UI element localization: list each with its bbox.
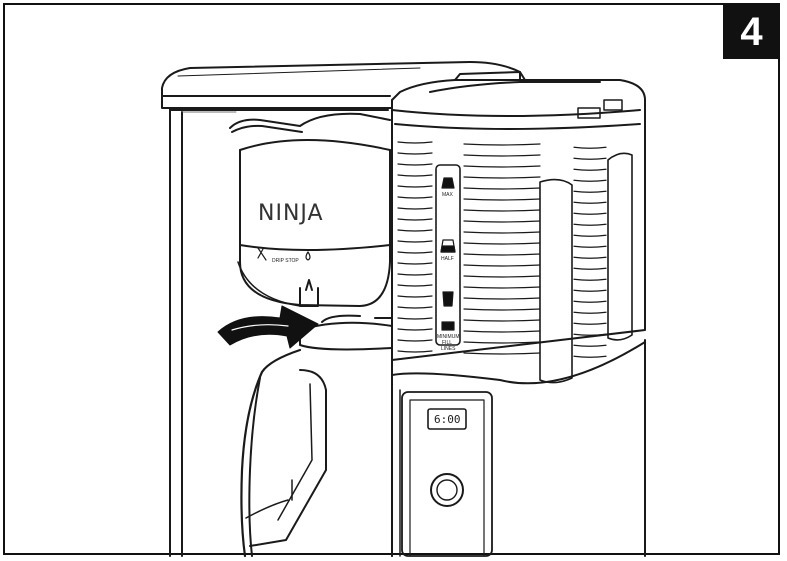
reservoir-rib [397,328,433,331]
reservoir-rib [397,262,433,265]
reservoir-rib [463,297,541,300]
half-level-label: HALF [441,256,454,262]
drip-stop-icon [257,247,267,261]
reservoir-rib [573,289,607,292]
reservoir-rib [573,168,607,171]
water-drop-icon [305,251,311,261]
max-level-icon [441,177,455,189]
reservoir-rib [573,190,607,193]
reservoir-rib [397,207,433,210]
reservoir-rib [573,333,607,336]
reservoir-rib [573,223,607,226]
reservoir-rib [573,245,607,248]
control-knob [430,473,464,507]
reservoir-rib [397,284,433,287]
water-reservoir [391,71,646,384]
reservoir-rib [463,275,541,278]
brand-text: NINJA [258,201,324,226]
reservoir-rib [463,253,541,256]
reservoir-rib [573,311,607,314]
reservoir-rib [463,330,541,333]
reservoir-rib [463,209,541,212]
reservoir-rib [573,344,607,347]
reservoir-rib [573,179,607,182]
reservoir-rib [573,267,607,270]
reservoir-rib [463,242,541,245]
reservoir-rib [573,212,607,215]
reservoir-rib [573,234,607,237]
clock-display: 6:00 [434,413,461,426]
reservoir-rib [397,295,433,298]
reservoir-rib [397,339,433,342]
reservoir-rib [463,341,541,344]
reservoir-rib [397,273,433,276]
lines-label: LINES [441,346,456,352]
reservoir-rib [463,143,541,146]
reservoir-rib [397,152,433,155]
reservoir-rib [463,319,541,322]
reservoir-rib [397,141,433,144]
reservoir-rib [463,220,541,223]
reservoir-rib [573,201,607,204]
reservoir-rib [397,229,433,232]
minimum-level-icon [441,321,455,331]
reservoir-rib [397,306,433,309]
reservoir-rib [573,355,607,358]
reservoir-rib [463,165,541,168]
reservoir-rib [463,352,541,355]
rotate-arrow-icon [217,305,319,349]
reservoir-rib [463,286,541,289]
reservoir-rib [397,218,433,221]
machine-left-housing [169,99,237,557]
drip-stop-label: DRIP STOP [272,258,299,264]
reservoir-rib [397,196,433,199]
reservoir-rib [463,198,541,201]
reservoir-rib [573,278,607,281]
half-level-icon [440,239,456,253]
reservoir-rib [463,264,541,267]
reservoir-rib [397,317,433,320]
reservoir-rib [573,146,607,149]
reservoir-rib [397,163,433,166]
step-number-badge: 4 [723,5,780,59]
cup-level-icon [442,291,454,307]
reservoir-rib [397,185,433,188]
fill-label: FILL [442,340,452,346]
max-level-label: MAX [442,192,454,198]
reservoir-rib [463,154,541,157]
reservoir-rib [573,300,607,303]
reservoir-rib [397,251,433,254]
reservoir-rib [573,157,607,160]
clock-display-frame [427,408,467,430]
reservoir-rib [463,187,541,190]
reservoir-rib [397,350,433,353]
drip-stop-spout [299,279,319,307]
reservoir-rib [463,231,541,234]
reservoir-rib [463,308,541,311]
reservoir-rib [397,174,433,177]
reservoir-ribs [397,141,607,358]
reservoir-rib [397,240,433,243]
brew-basket [229,112,391,307]
reservoir-rib [573,256,607,259]
minimum-label: MINIMUM [437,334,460,340]
machine-base [391,339,646,557]
reservoir-rib [573,322,607,325]
reservoir-rib [463,176,541,179]
thermal-carafe [240,314,393,558]
